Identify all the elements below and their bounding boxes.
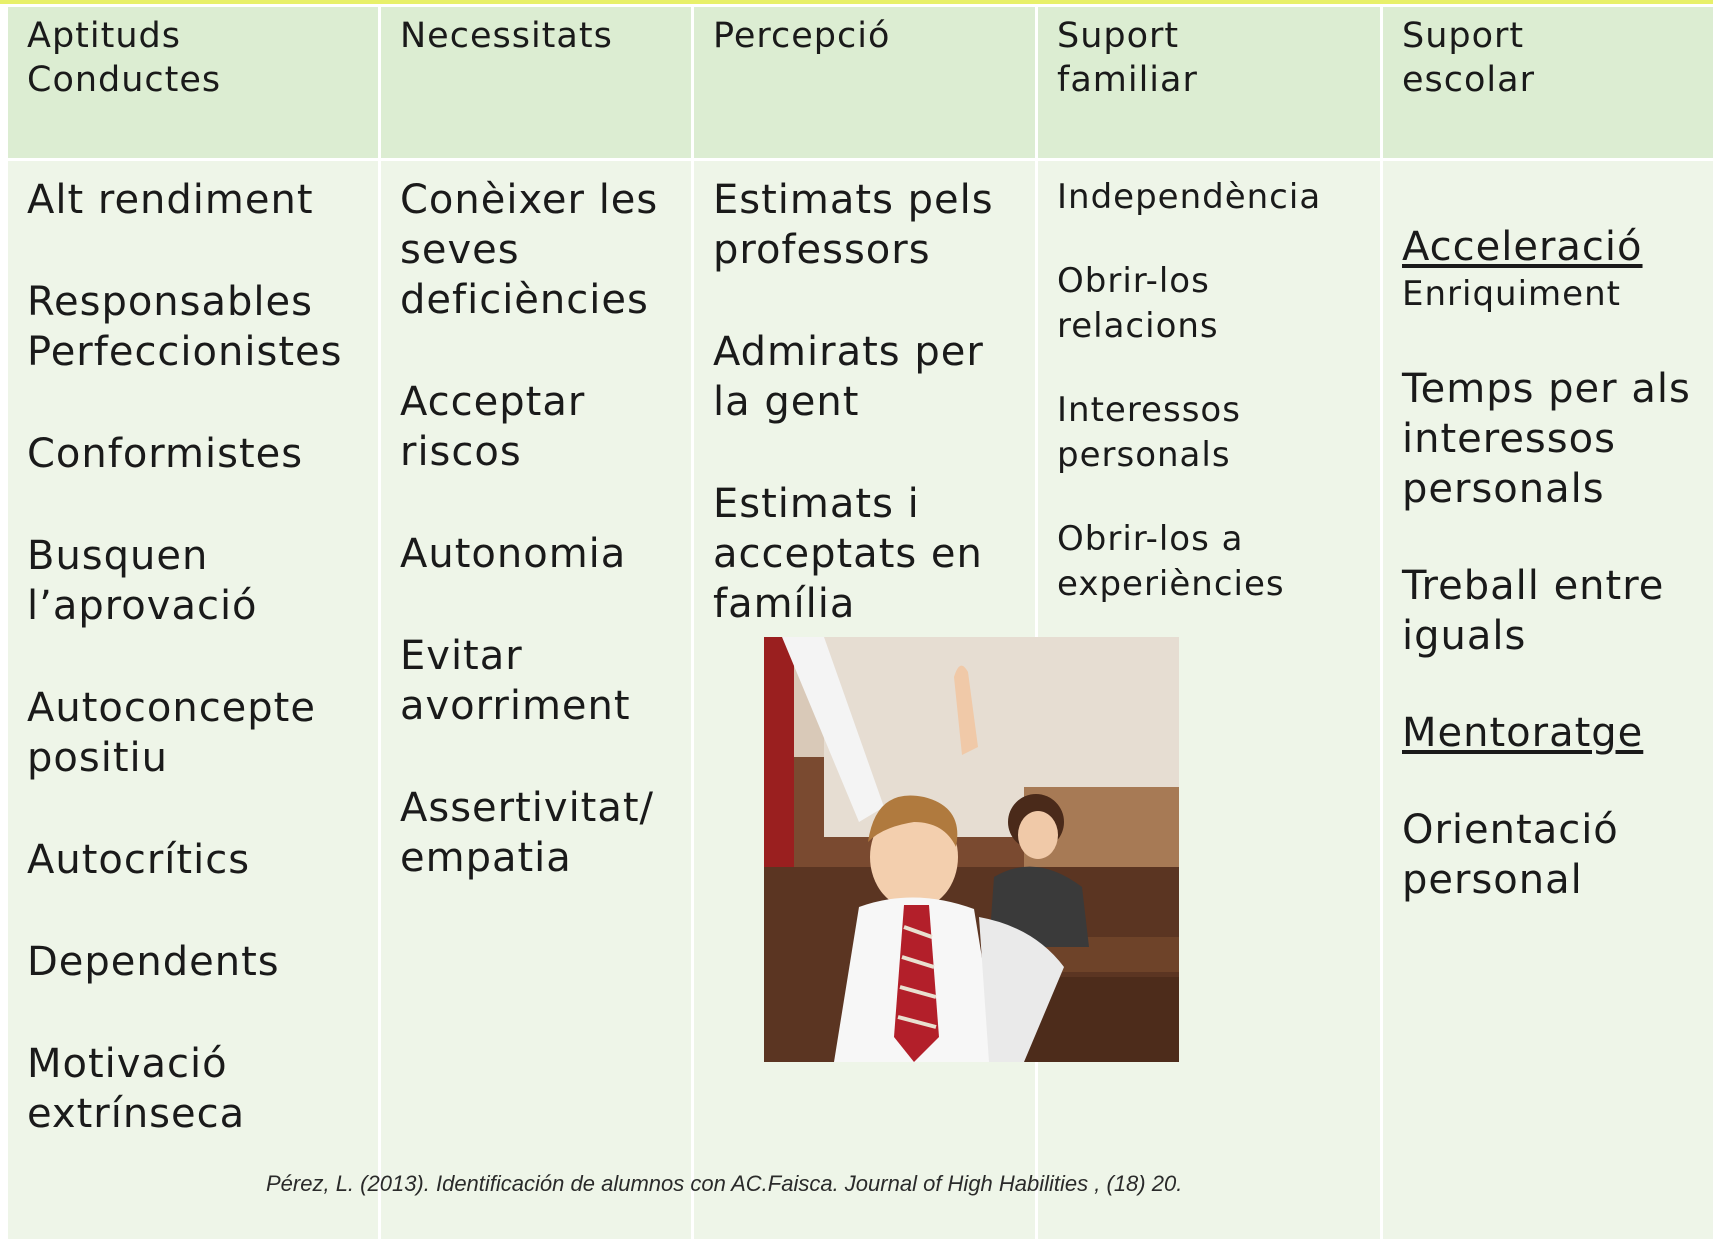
list-item: Evitar avorriment bbox=[400, 633, 631, 729]
list-item: Motivació extrínseca bbox=[27, 1041, 246, 1137]
list-item: Interessos personals bbox=[1057, 390, 1241, 475]
header-aptituds: Aptituds Conductes bbox=[8, 7, 378, 158]
mentoratge-label: Mentoratge bbox=[1402, 710, 1644, 756]
column-suport-escolar: Acceleració Enriquiment Temps per als in… bbox=[1383, 161, 1713, 1239]
header-suport-familiar-text: Suport familiar bbox=[1057, 16, 1198, 100]
top-accent-line bbox=[0, 0, 1713, 4]
list-item: Independència bbox=[1057, 177, 1322, 217]
list-item: Dependents bbox=[27, 939, 280, 985]
list-item: Autonomia bbox=[400, 531, 627, 577]
list-item: Orientació personal bbox=[1402, 807, 1619, 903]
list-item: Obrir-los relacions bbox=[1057, 261, 1219, 346]
list-item: Autocrítics bbox=[27, 837, 251, 883]
list-item: Busquen l’aprovació bbox=[27, 533, 258, 629]
list-item: Obrir-los a experiències bbox=[1057, 519, 1285, 604]
header-aptituds-text: Aptituds Conductes bbox=[27, 16, 222, 100]
enriquiment-label: Enriquiment bbox=[1402, 274, 1621, 314]
list-item-mentoratge: Mentoratge bbox=[1402, 708, 1713, 758]
column-aptituds: Alt rendiment Responsables Perfeccionist… bbox=[8, 161, 378, 1239]
list-item: Estimats i acceptats en família bbox=[713, 481, 983, 627]
list-item: Temps per als interessos personals bbox=[1402, 366, 1691, 512]
header-percepcio-text: Percepció bbox=[713, 16, 891, 56]
list-item: Admirats per la gent bbox=[713, 329, 984, 425]
list-item: Conèixer les seves deficiències bbox=[400, 177, 659, 323]
child-raising-hand-photo bbox=[764, 637, 1179, 1062]
header-necessitats: Necessitats bbox=[381, 7, 691, 158]
list-item: Treball entre iguals bbox=[1402, 563, 1665, 659]
photo-illustration bbox=[764, 637, 1179, 1062]
column-necessitats: Conèixer les seves deficiències Acceptar… bbox=[381, 161, 691, 1239]
header-suport-familiar: Suport familiar bbox=[1038, 7, 1380, 158]
list-item: Acceptar riscos bbox=[400, 379, 586, 475]
list-item: Autoconcepte positiu bbox=[27, 685, 316, 781]
header-suport-escolar-text: Suport escolar bbox=[1402, 16, 1535, 100]
list-item: Assertivitat/ empatia bbox=[400, 785, 655, 881]
list-item-acceleracio: Acceleració Enriquiment bbox=[1402, 222, 1713, 317]
list-item: Responsables Perfeccionistes bbox=[27, 279, 343, 375]
list-item: Estimats pels professors bbox=[713, 177, 994, 273]
acceleracio-label: Acceleració bbox=[1402, 224, 1643, 270]
citation-text: Pérez, L. (2013). Identificación de alum… bbox=[266, 1171, 1183, 1196]
header-necessitats-text: Necessitats bbox=[400, 16, 613, 56]
list-item: Conformistes bbox=[27, 431, 304, 477]
header-percepcio: Percepció bbox=[694, 7, 1035, 158]
header-suport-escolar: Suport escolar bbox=[1383, 7, 1713, 158]
list-item: Alt rendiment bbox=[27, 177, 314, 223]
